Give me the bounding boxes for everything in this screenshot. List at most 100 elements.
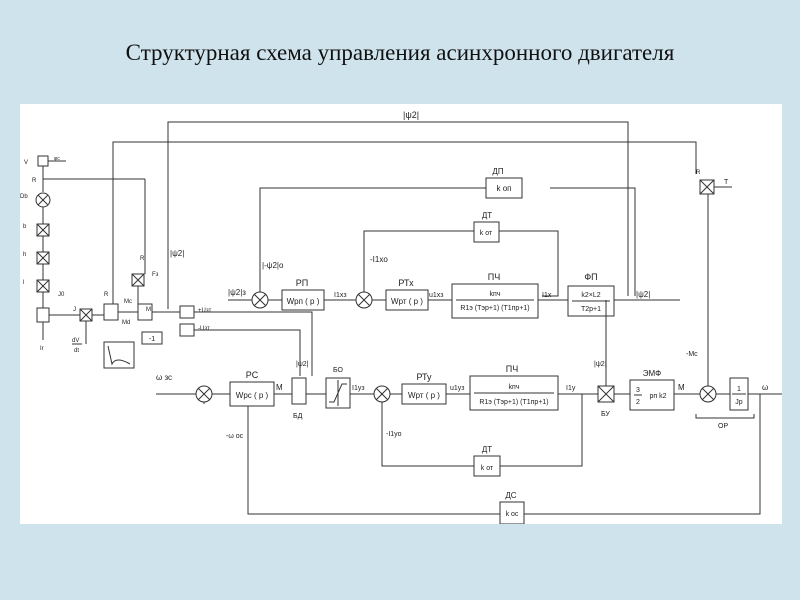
i1y-label: I1y [566,385,576,392]
omega-os-label: -ω oc [226,433,244,440]
db-label: Db [20,194,28,200]
rtu-transfer: Wрт ( p ) [408,391,440,400]
diagram-panel: РП Wрп ( p ) I1xз РТх Wрт ( p ) u1xз ПЧ … [20,104,782,524]
minus-one-block [141,331,163,345]
l-label: l [23,280,24,286]
dp-block [485,177,523,199]
dt2-gain: k от [481,465,494,472]
pch2-denominator: R1э (Tэр+1) (T1пр+1) [479,399,548,406]
r1-label: R [32,178,37,184]
dp-gain: k оп [496,184,511,193]
rtx-transfer: Wрт ( p ) [391,297,423,306]
bo-name: БО [333,367,344,374]
pch1-denominator: R1э (Tэр+1) (T1пр+1) [460,305,529,312]
dp-feedback-line [550,187,636,296]
ds-name: ДС [505,491,516,500]
rp-transfer: Wрп ( p ) [287,297,320,306]
fp-denominator: T2p+1 [581,306,601,313]
r3-label: R [140,256,145,262]
dt1-feedback-line [499,230,559,297]
emf-fraction-num: 3 [636,387,640,394]
omega-zs-label: ω зс [156,373,172,382]
dp-to-sum1-line [259,187,486,292]
fz-label: Fз [152,272,159,278]
v-label: V [24,160,28,166]
i1xz-label: I1xз [334,292,347,299]
block-diagram: РП Wрп ( p ) I1xз РТх Wрт ( p ) u1xз ПЧ … [20,110,782,524]
psi2-top-feedback-line [167,121,629,309]
psi2-minus-label: |-ψ2|о [262,261,284,270]
slide-title: Структурная схема управления асинхронног… [125,40,675,65]
emf-rest: pп k2 [649,393,666,400]
pch2-name: ПЧ [506,364,518,374]
dt1-to-sum2-line [363,230,474,292]
pch1-numerator: kпч [490,291,501,298]
psi2-ref-label: |ψ2|з [228,288,246,297]
rs-block [229,381,275,407]
ds-block [499,501,525,524]
dp-name: ДП [492,167,503,176]
psi2-bu-label: |ψ2| [594,361,607,368]
b-label: b [23,224,27,230]
psi2-top-label: |ψ2| [403,110,419,120]
bu-name: БУ [601,411,610,418]
dt1-name: ДТ [482,211,492,220]
v-input-block [37,155,49,167]
op-denominator: Jp [735,399,743,406]
op-name: ОР [718,423,728,430]
pch2-numerator: kпч [509,384,520,391]
minus-u-splitter [179,323,195,337]
phi-c-label: φс [54,156,60,162]
rs-transfer: Wpc ( p ) [236,391,269,400]
h-label: h [23,252,26,258]
fp-name: ФП [584,272,597,282]
omega-output-label: ω [762,383,768,392]
r-right-label: R [696,170,701,176]
r-switch-block [103,303,119,321]
dt-label: dt [74,348,79,354]
psi2-bd-label: |ψ2| [296,361,309,368]
dv-label: dV [72,338,79,344]
minus-mc-label: -Mc [686,351,698,358]
dt2-name: ДТ [482,445,492,454]
i1yz-label: I1yз [352,385,365,392]
u1xz-label: u1xз [429,292,444,299]
u1yz-label: u1yз [450,385,465,392]
rtu-name: РТу [416,372,432,382]
emf-fraction-den: 2 [636,399,640,406]
j-small-label: J [73,307,76,313]
dt1-block [473,221,500,243]
plus-u-splitter [179,305,195,319]
pch1-name: ПЧ [488,272,500,282]
bd-name: БД [293,413,303,420]
md-label: Md [122,320,130,326]
ds-gain: k oc [506,511,519,518]
t-right-label: T [724,179,729,186]
pch1-block [451,283,539,319]
emf-name: ЭМФ [643,369,661,378]
mc-left-label: Mc [124,299,132,305]
psi2-output-label: |ψ2| [636,290,650,299]
fp-numerator: k2×L2 [581,292,600,299]
ir-switch-block [36,307,50,323]
r2-label: R [104,292,109,298]
op-numerator: 1 [737,386,741,393]
m-small-label: M [146,307,151,313]
i1x-label: I1x [542,292,552,299]
j0-label: J0 [58,292,65,298]
top-frame-line [112,141,697,254]
m2-label: M [678,383,685,392]
plus-u-label: +Uзт [198,308,212,314]
ir-label: Ir [40,346,44,352]
bd-block [291,377,307,405]
rtx-name: РТх [398,278,414,288]
i1x-feedback-label: -I1xо [370,255,388,264]
minus-one-label: -1 [149,336,155,343]
m1-label: M [276,383,283,392]
i1y-feedback-label: -I1yо [386,431,402,438]
dt1-gain: k от [480,230,493,237]
psi2-mid-label: |ψ2| [170,249,184,258]
rp-name: РП [296,278,308,288]
minus-u-label: -Uзт [198,326,210,332]
rs-name: РС [246,370,259,380]
